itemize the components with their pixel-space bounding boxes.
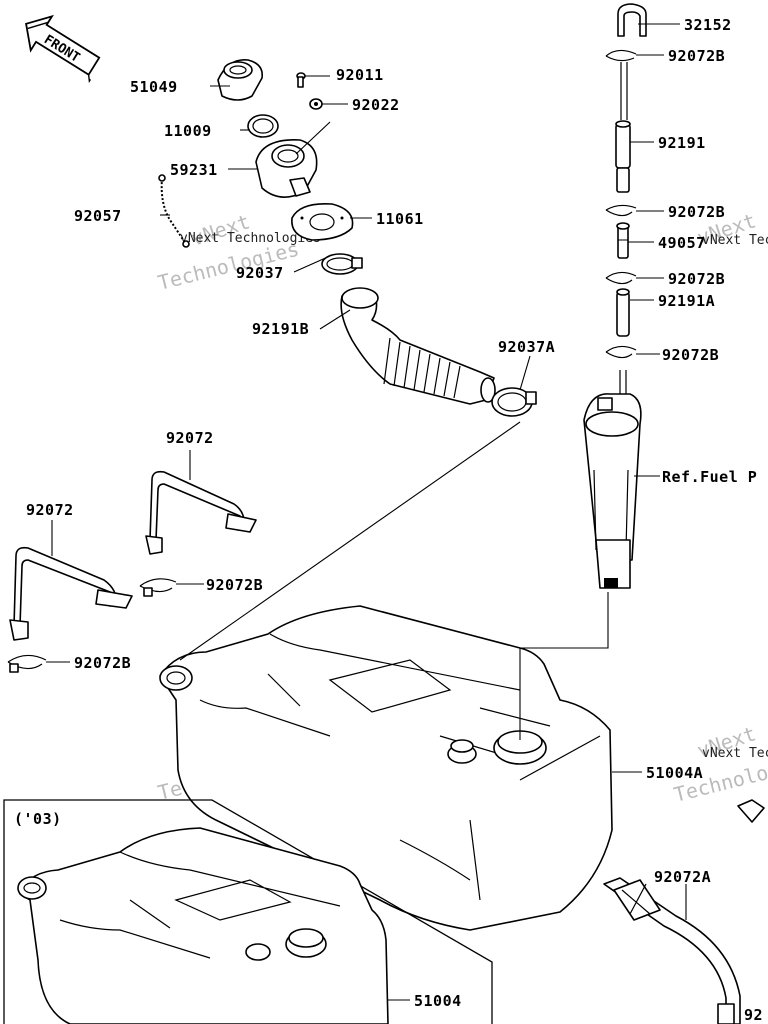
bracket-92072-upper [145,470,257,555]
bolt-92011 [296,72,306,88]
part-label: 92072B [74,654,131,672]
clamp-92037A [491,387,537,417]
vent-hose-32152 [617,3,647,37]
clip-92072B-5 [139,578,177,597]
front-arrow-icon: FRONT [25,14,101,84]
filler-neck-59231 [255,139,318,198]
clip-92072B-4 [605,345,637,359]
part-label: 92072 [166,429,214,447]
part-label: 92072B [668,203,725,221]
fuel-tank-51004A [159,605,613,931]
part-label: 51004A [646,764,703,782]
watermark-caption: vNext Technologies [180,231,321,246]
fuel-tank-51004 [17,827,389,1024]
part-label: 49057 [658,234,706,252]
tube-92191A [616,288,630,337]
part-label: 92072B [668,270,725,288]
part-label: 92072B [662,346,719,364]
inset-box-03: ('03) [3,799,493,1024]
inset-label: ('03) [14,810,62,828]
clip-92072B-6 [7,654,47,673]
tube-92191 [615,120,631,193]
part-label: 92072B [668,47,725,65]
tether-92057 [158,174,190,248]
part-label: 92 [744,1006,763,1024]
part-label: 92037A [498,338,555,356]
part-label: 92191 [658,134,706,152]
leader-lines [46,23,687,1001]
hose-92191B [340,287,496,405]
part-label: 11061 [376,210,424,228]
strap-92072A [603,799,765,1024]
watermark-caption: vNext Technologies [702,233,768,248]
part-label: 11009 [164,122,212,140]
part-label: 92022 [352,96,400,114]
part-label: 51004 [414,992,462,1010]
part-label: 92072 [26,501,74,519]
clip-92072B-1 [605,49,637,62]
clip-92072B-3 [605,271,637,285]
oring-11009 [247,114,279,138]
clamp-92037 [321,253,363,275]
bracket-92072-lower [9,546,133,641]
part-label: 92037 [236,264,284,282]
part-label: 92057 [74,207,122,225]
part-label: 51049 [130,78,178,96]
fuel-pump-unit [583,370,642,589]
part-label: 92191A [658,292,715,310]
washer-92022 [309,98,323,110]
part-label: 92191B [252,320,309,338]
clip-92072B-2 [605,204,637,217]
gasket-11061 [291,202,354,241]
part-label: 92072A [654,868,711,886]
part-label: 32152 [684,16,732,34]
part-labels: 51049 92011 92022 11009 59231 92057 1106… [26,16,763,1024]
part-label: 92011 [336,66,384,84]
watermark-caption: vNext Technologies [702,746,768,761]
valve-49057 [616,222,630,259]
part-label: 59231 [170,161,218,179]
filler-cap-51049 [217,59,264,101]
part-label: 92072B [206,576,263,594]
part-label: Ref.Fuel P [662,468,757,486]
